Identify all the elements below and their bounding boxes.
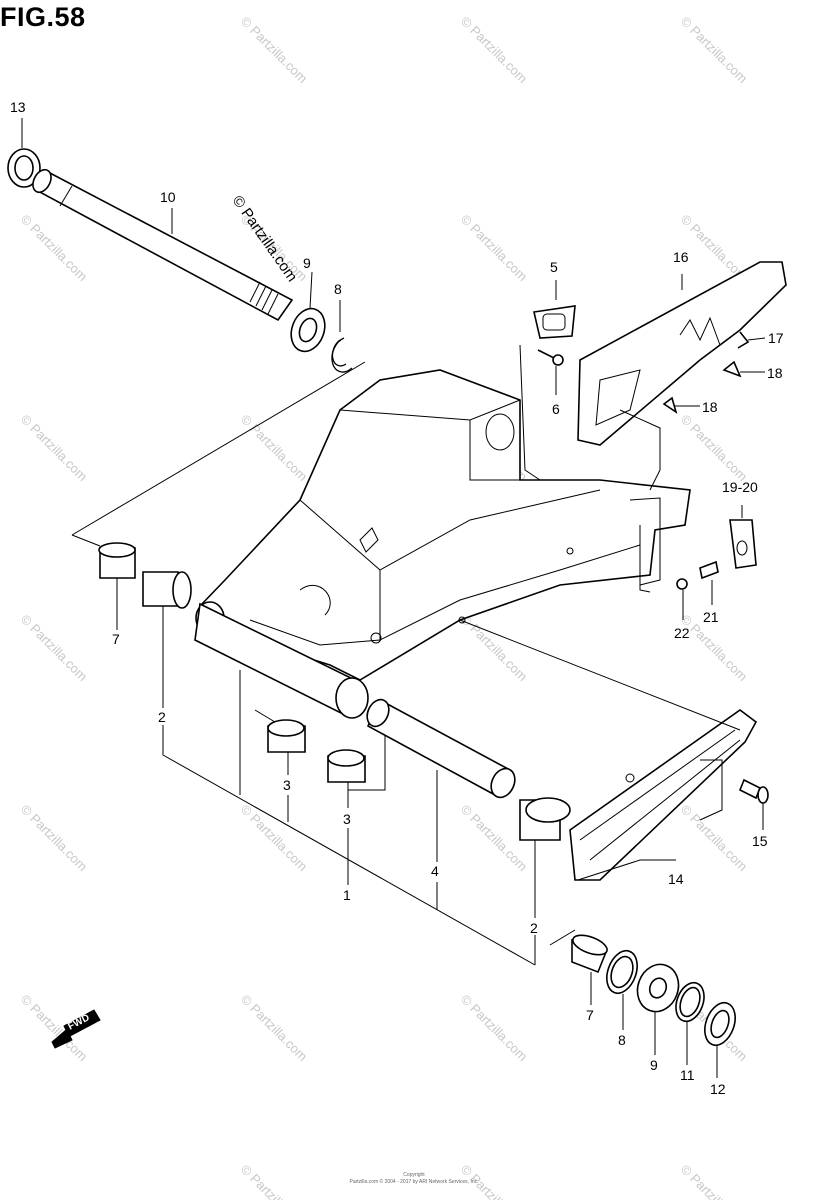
callout-9: 9 <box>650 1057 658 1073</box>
part-19-20-block <box>729 519 757 569</box>
part-4-pivot-tube <box>366 698 516 799</box>
callout-7: 7 <box>112 631 120 647</box>
watermark: © Partzilla.com <box>678 14 751 87</box>
callout-5: 5 <box>550 259 558 275</box>
callout-13: 13 <box>10 99 26 115</box>
watermark: © Partzilla.com <box>238 992 311 1065</box>
part-14-chain-guide <box>569 709 758 881</box>
watermark: © Partzilla.com <box>18 802 91 875</box>
part-13-cap <box>7 118 41 188</box>
callout-21: 21 <box>703 609 719 625</box>
callout-3: 3 <box>343 811 351 827</box>
callout-1: 1 <box>343 887 351 903</box>
callout-6: 6 <box>552 401 560 417</box>
watermark-dark: © Partzilla.com <box>229 193 301 286</box>
figure-title: FIG.58 <box>0 2 86 32</box>
part-18-clip-a <box>722 360 742 378</box>
callout-17: 17 <box>768 330 784 346</box>
callout-16: 16 <box>673 249 689 265</box>
callout-7: 7 <box>586 1007 594 1023</box>
copyright-footer: Copyright Partzilla.com © 2004 - 2017 by… <box>349 1172 478 1185</box>
leader-lines <box>71 337 766 1078</box>
callout-2: 2 <box>530 920 538 936</box>
callout-18: 18 <box>767 365 783 381</box>
watermark: © Partzilla.com <box>458 612 531 685</box>
watermark: © Partzilla.com <box>238 412 311 485</box>
watermark: © Partzilla.com <box>18 612 91 685</box>
part-12-cap-lower <box>704 1001 736 1047</box>
part-7-spacer-upper <box>98 542 136 579</box>
part-6-screw <box>537 349 564 366</box>
part-16-chain-case <box>577 261 787 446</box>
part-22-washer <box>676 578 688 590</box>
watermark: © Partzilla.com <box>678 1162 751 1200</box>
part-11-circlip-lower <box>675 981 705 1023</box>
watermark: © Partzilla.com <box>18 212 91 285</box>
callout-10: 10 <box>160 189 176 205</box>
watermark: © Partzilla.com <box>238 802 311 875</box>
watermark: © Partzilla.com <box>238 1162 311 1200</box>
part-3-bearing-b <box>327 749 366 783</box>
part-18-clip-b <box>662 396 678 414</box>
part-9-washer-upper <box>290 271 326 353</box>
part-15-bolt <box>738 778 769 804</box>
callout-15: 15 <box>752 833 768 849</box>
callout-14: 14 <box>668 871 684 887</box>
part-3-bearing-a <box>267 719 306 753</box>
callout-22: 22 <box>674 625 690 641</box>
part-21-bolt <box>699 560 719 580</box>
part-5-bracket <box>533 280 576 339</box>
watermark: © Partzilla.com <box>458 992 531 1065</box>
watermark: © Partzilla.com <box>238 14 311 87</box>
part-2-bearing-lower <box>519 797 571 841</box>
callout-labels: 13 10 9 8 5 6 16 17 18 18 19-20 21 22 7 … <box>10 99 784 1097</box>
watermark: © Partzilla.com <box>678 412 751 485</box>
callout-11: 11 <box>680 1067 695 1083</box>
part-8-circlip-upper <box>331 300 353 373</box>
watermark: © Partzilla.com <box>458 14 531 87</box>
callout-4: 4 <box>431 863 439 879</box>
watermark: © Partzilla.com <box>18 412 91 485</box>
watermark: © Partzilla.com <box>678 802 751 875</box>
part-1-swingarm <box>194 369 691 719</box>
part-2-bearing-upper <box>142 571 192 609</box>
copyright-line-2: Partzilla.com © 2004 - 2017 by ARI Netwo… <box>349 1178 478 1185</box>
part-7-spacer-lower <box>571 934 608 974</box>
part-17-screw <box>737 331 750 349</box>
callout-18: 18 <box>702 399 718 415</box>
part-8-washer-lower <box>606 949 638 995</box>
callout-12: 12 <box>710 1081 726 1097</box>
part-10-pivot-shaft <box>32 168 294 322</box>
callout-9: 9 <box>303 255 311 271</box>
watermark: © Partzilla.com <box>458 212 531 285</box>
callout-8: 8 <box>618 1032 626 1048</box>
part-9-washer-lower <box>636 963 680 1013</box>
copyright-line-1: Copyright <box>403 1172 425 1178</box>
callout-3: 3 <box>283 777 291 793</box>
callout-19-20: 19-20 <box>722 479 758 495</box>
callout-8: 8 <box>334 281 342 297</box>
callout-2: 2 <box>158 709 166 725</box>
